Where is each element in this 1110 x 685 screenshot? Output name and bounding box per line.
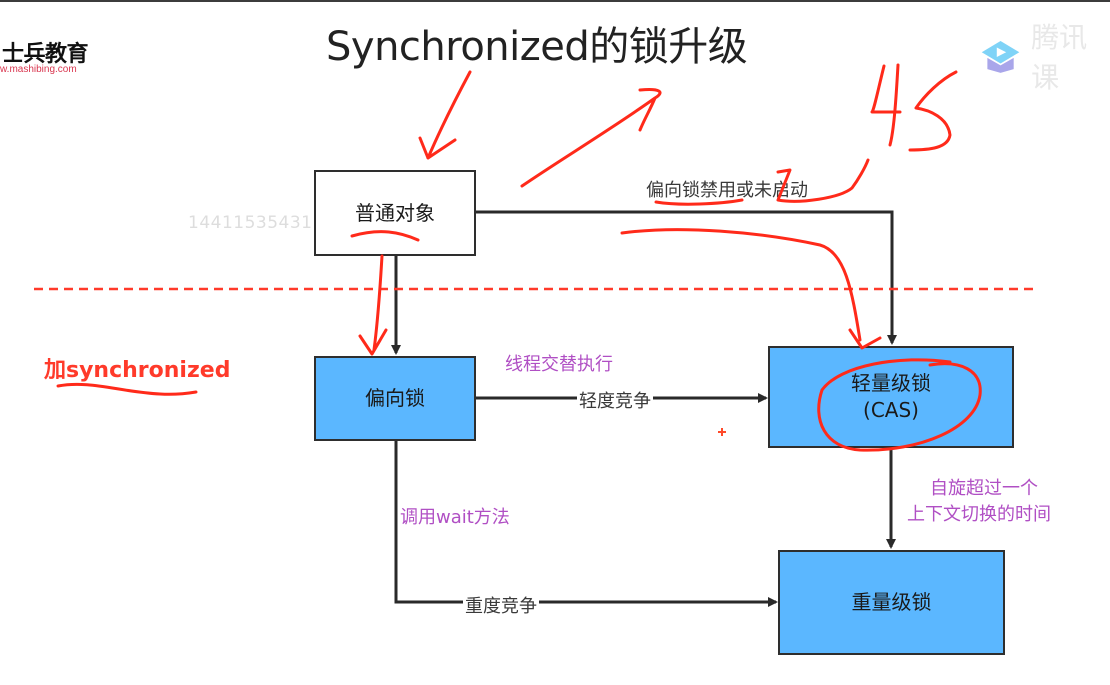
node-lightweight-lock-label: 轻量级锁 — [851, 371, 931, 395]
brand-url: w.mashibing.com — [0, 64, 77, 75]
note-call-wait: 调用wait方法 — [400, 507, 510, 528]
play-icon — [981, 40, 1020, 73]
edge-label-heavy-contention: 重度竞争 — [463, 592, 539, 618]
edge-label-biased-disabled: 偏向锁禁用或未启动 — [644, 176, 810, 202]
node-heavyweight-lock[interactable]: 重量级锁 — [778, 550, 1005, 655]
edge-label-light-contention: 轻度竞争 — [577, 387, 653, 413]
brand-logo-text: 士兵教育 — [2, 42, 89, 67]
page-title: Synchronized的锁升级 — [326, 24, 748, 70]
top-border — [0, 0, 1110, 2]
node-lightweight-lock[interactable]: 轻量级锁 (CAS) — [768, 346, 1014, 448]
platform-logo: 腾讯课 — [978, 16, 1110, 96]
node-plain-object-label: 普通对象 — [355, 200, 435, 225]
node-lightweight-lock-sublabel: (CAS) — [863, 398, 919, 422]
note-spin-line1: 自旋超过一个 — [930, 478, 1038, 499]
note-threads-alternate: 线程交替执行 — [505, 354, 613, 375]
node-biased-lock-label: 偏向锁 — [365, 386, 425, 410]
node-heavyweight-lock-label: 重量级锁 — [851, 590, 932, 614]
node-biased-lock[interactable]: 偏向锁 — [314, 356, 476, 441]
divider-label-add-synchronized: 加synchronized — [44, 358, 231, 383]
edge-plain-to-lightweight — [476, 210, 897, 345]
platform-name: 腾讯课 — [1031, 21, 1088, 94]
node-plain-object[interactable]: 普通对象 — [314, 170, 476, 256]
edge-biased-to-heavyweight — [394, 440, 778, 607]
note-spin-line2: 上下文切换的时间 — [907, 504, 1051, 525]
